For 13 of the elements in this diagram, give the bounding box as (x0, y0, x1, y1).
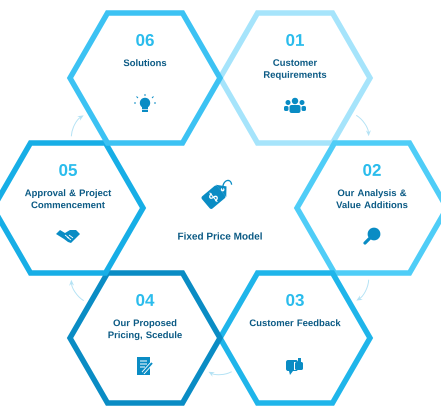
step-number: 04 (136, 294, 154, 306)
step-title: Approval & Project Commencement (24, 189, 112, 208)
step-title: Customer Feedback (250, 319, 341, 326)
step-number: 05 (59, 164, 77, 176)
step-title: Solutions (124, 59, 166, 66)
step-title: Our Proposed Pricing, Scedule (108, 319, 182, 340)
step-number: 02 (363, 164, 381, 176)
center-title: Fixed Price Model (178, 232, 262, 240)
step-number: 03 (286, 294, 304, 306)
step-number: 01 (286, 34, 304, 46)
step-title: Customer Requirements (264, 59, 326, 80)
step-number: 06 (136, 34, 154, 46)
step-title: Our Analysis & Value Additions (336, 189, 408, 208)
